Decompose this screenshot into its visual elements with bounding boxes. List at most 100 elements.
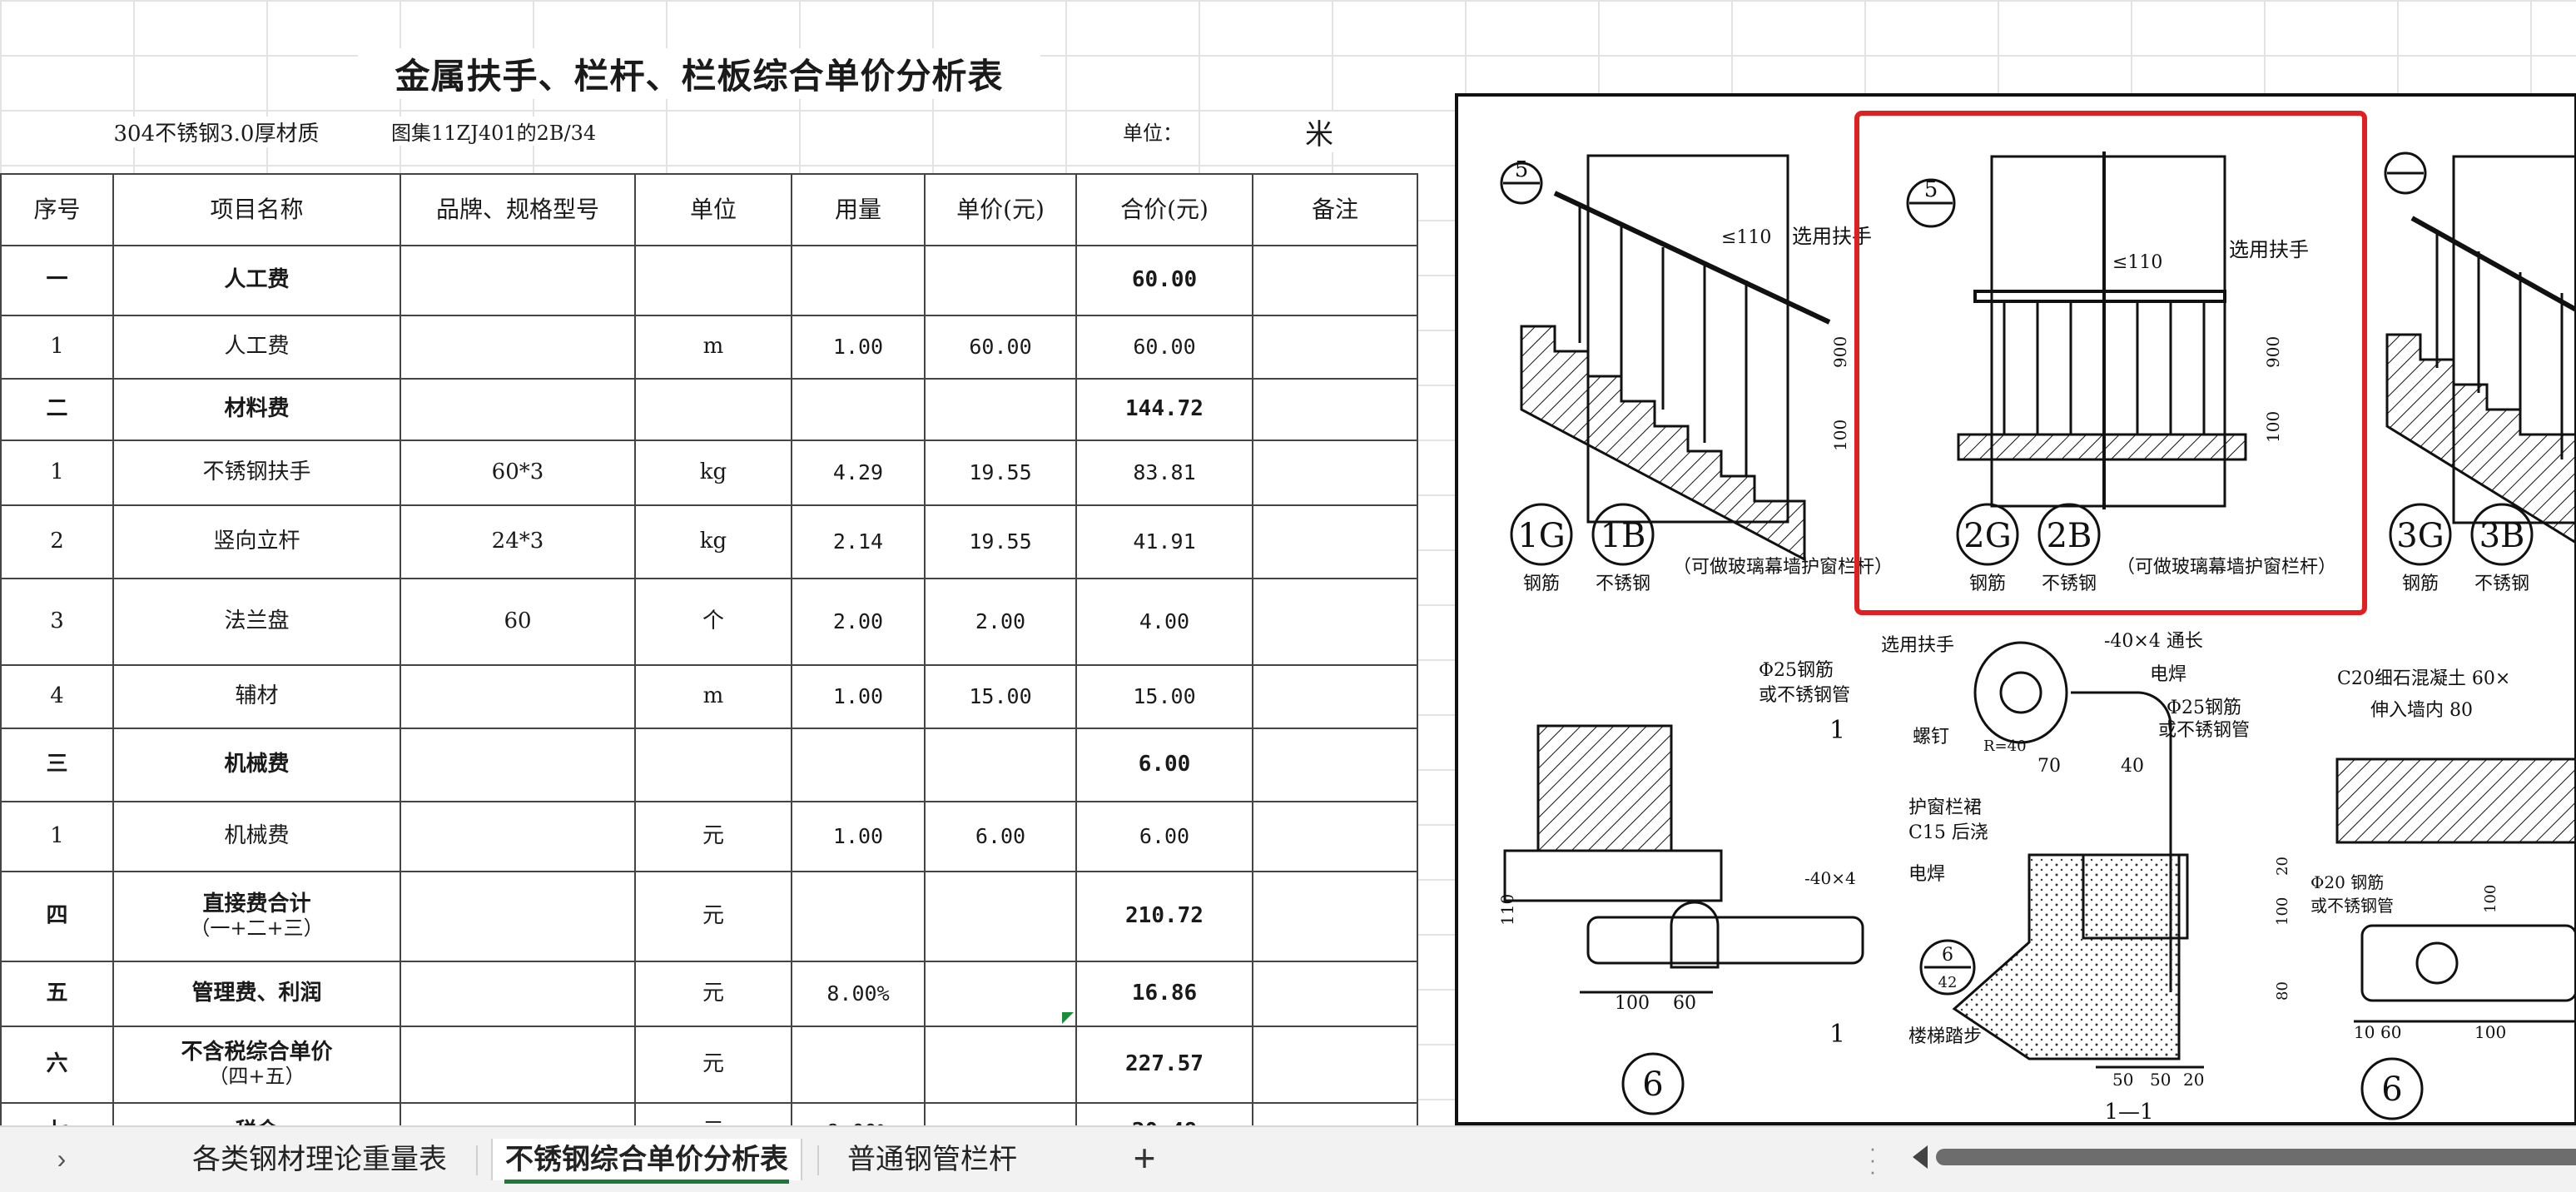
cell-no[interactable]: 4 — [0, 664, 114, 729]
cell-unit[interactable] — [634, 728, 792, 802]
header-cell[interactable]: 品牌、规格型号 — [400, 173, 636, 246]
cell-no[interactable]: 七 — [0, 1102, 114, 1125]
horizontal-scrollbar[interactable] — [1936, 1149, 2576, 1165]
cell-note[interactable] — [1252, 1102, 1418, 1125]
cell-note[interactable] — [1252, 728, 1418, 802]
cell-price[interactable] — [924, 728, 1077, 802]
header-cell[interactable]: 项目名称 — [112, 173, 401, 246]
cell-total[interactable]: 60.00 — [1075, 245, 1253, 316]
cell-price[interactable]: 2.00 — [924, 578, 1077, 666]
cell-qty[interactable]: 4.29 — [791, 440, 926, 506]
cell-no[interactable]: 五 — [0, 961, 114, 1027]
cell-total[interactable]: 15.00 — [1075, 664, 1253, 729]
cell-price[interactable]: 6.00 — [924, 801, 1077, 872]
cell-name[interactable]: 直接费合计（一+二+三） — [112, 871, 401, 962]
cell-qty[interactable] — [791, 871, 926, 962]
cell-name[interactable]: 机械费 — [112, 728, 401, 802]
cell-note[interactable] — [1252, 578, 1418, 666]
cell-spec[interactable]: 60 — [400, 578, 636, 666]
cell-total[interactable]: 83.81 — [1075, 440, 1253, 506]
cell-price[interactable] — [924, 961, 1077, 1027]
cell-total[interactable]: 210.72 — [1075, 871, 1253, 962]
header-cell[interactable]: 单价(元) — [924, 173, 1077, 246]
scroll-left-arrow-icon[interactable] — [1913, 1145, 1928, 1169]
cell-total[interactable]: 6.00 — [1075, 801, 1253, 872]
cell-name[interactable]: 税金 — [112, 1102, 401, 1125]
cell-price[interactable] — [924, 378, 1077, 441]
cell-price[interactable]: 19.55 — [924, 504, 1077, 579]
cell-qty[interactable] — [791, 1026, 926, 1104]
cell-spec[interactable]: 60*3 — [400, 440, 636, 506]
tab-steel-weight-table[interactable]: 各类钢材理论重量表 — [192, 1144, 447, 1175]
cell-total[interactable]: 60.00 — [1075, 315, 1253, 380]
cell-unit[interactable]: m — [634, 664, 792, 729]
cell-price[interactable] — [924, 1026, 1077, 1104]
cell-spec[interactable] — [400, 1026, 636, 1104]
tab-steel-pipe-railing[interactable]: 普通钢管栏杆 — [847, 1144, 1017, 1175]
cell-price[interactable] — [924, 1102, 1077, 1125]
cell-unit[interactable] — [634, 245, 792, 316]
cell-price[interactable] — [924, 871, 1077, 962]
cell-name[interactable]: 机械费 — [112, 801, 401, 872]
cell-total[interactable]: 16.86 — [1075, 961, 1253, 1027]
cell-unit[interactable]: kg — [634, 440, 792, 506]
cell-note[interactable] — [1252, 440, 1418, 506]
cell-qty[interactable]: 9.00% — [791, 1102, 926, 1125]
cell-name[interactable]: 不含税综合单价（四+五） — [112, 1026, 401, 1104]
cell-total[interactable]: 20.48 — [1075, 1102, 1253, 1125]
cell-note[interactable] — [1252, 504, 1418, 579]
cell-qty[interactable] — [791, 378, 926, 441]
cell-spec[interactable] — [400, 245, 636, 316]
cell-total[interactable]: 144.72 — [1075, 378, 1253, 441]
cell-no[interactable]: 1 — [0, 440, 114, 506]
cell-note[interactable] — [1252, 378, 1418, 441]
cell-note[interactable] — [1252, 1026, 1418, 1104]
cell-spec[interactable] — [400, 961, 636, 1027]
cell-spec[interactable] — [400, 664, 636, 729]
cell-name[interactable]: 材料费 — [112, 378, 401, 441]
header-cell[interactable]: 序号 — [0, 173, 114, 246]
cell-name[interactable]: 管理费、利润 — [112, 961, 401, 1027]
cell-no[interactable]: 1 — [0, 315, 114, 380]
cell-price[interactable]: 15.00 — [924, 664, 1077, 729]
cell-total[interactable]: 4.00 — [1075, 578, 1253, 666]
cell-no[interactable]: 二 — [0, 378, 114, 441]
cell-unit[interactable]: 个 — [634, 578, 792, 666]
cell-unit[interactable]: m — [634, 315, 792, 380]
header-cell[interactable]: 合价(元) — [1075, 173, 1253, 246]
spreadsheet-area[interactable]: 金属扶手、栏杆、栏板综合单价分析表 304不锈钢3.0厚材质 图集11ZJ401… — [0, 0, 2576, 1125]
cell-qty[interactable] — [791, 728, 926, 802]
cell-note[interactable] — [1252, 801, 1418, 872]
cell-unit[interactable]: 元 — [634, 1026, 792, 1104]
cell-spec[interactable] — [400, 871, 636, 962]
cell-note[interactable] — [1252, 871, 1418, 962]
cell-spec[interactable] — [400, 801, 636, 872]
tab-stainless-price-analysis[interactable]: 不锈钢综合单价分析表 — [491, 1139, 802, 1184]
cell-no[interactable]: 一 — [0, 245, 114, 316]
cell-qty[interactable]: 1.00 — [791, 315, 926, 380]
cell-spec[interactable] — [400, 378, 636, 441]
cell-unit[interactable]: 元 — [634, 1102, 792, 1125]
chevron-right-icon[interactable]: › — [57, 1144, 67, 1174]
cell-unit[interactable]: kg — [634, 504, 792, 579]
cell-note[interactable] — [1252, 245, 1418, 316]
cell-spec[interactable] — [400, 728, 636, 802]
cell-no[interactable]: 三 — [0, 728, 114, 802]
cell-name[interactable]: 人工费 — [112, 245, 401, 316]
cell-note[interactable] — [1252, 664, 1418, 729]
cell-qty[interactable]: 8.00% — [791, 961, 926, 1027]
cell-total[interactable]: 6.00 — [1075, 728, 1253, 802]
cell-no[interactable]: 四 — [0, 871, 114, 962]
header-cell[interactable]: 备注 — [1252, 173, 1418, 246]
cell-name[interactable]: 人工费 — [112, 315, 401, 380]
cell-total[interactable]: 227.57 — [1075, 1026, 1253, 1104]
cell-unit[interactable] — [634, 378, 792, 441]
cell-no[interactable]: 1 — [0, 801, 114, 872]
cell-name[interactable]: 法兰盘 — [112, 578, 401, 666]
header-cell[interactable]: 单位 — [634, 173, 792, 246]
more-options-icon[interactable]: ··· — [1869, 1135, 1877, 1184]
cell-total[interactable]: 41.91 — [1075, 504, 1253, 579]
cell-qty[interactable]: 1.00 — [791, 664, 926, 729]
cell-name[interactable]: 不锈钢扶手 — [112, 440, 401, 506]
cell-qty[interactable]: 1.00 — [791, 801, 926, 872]
